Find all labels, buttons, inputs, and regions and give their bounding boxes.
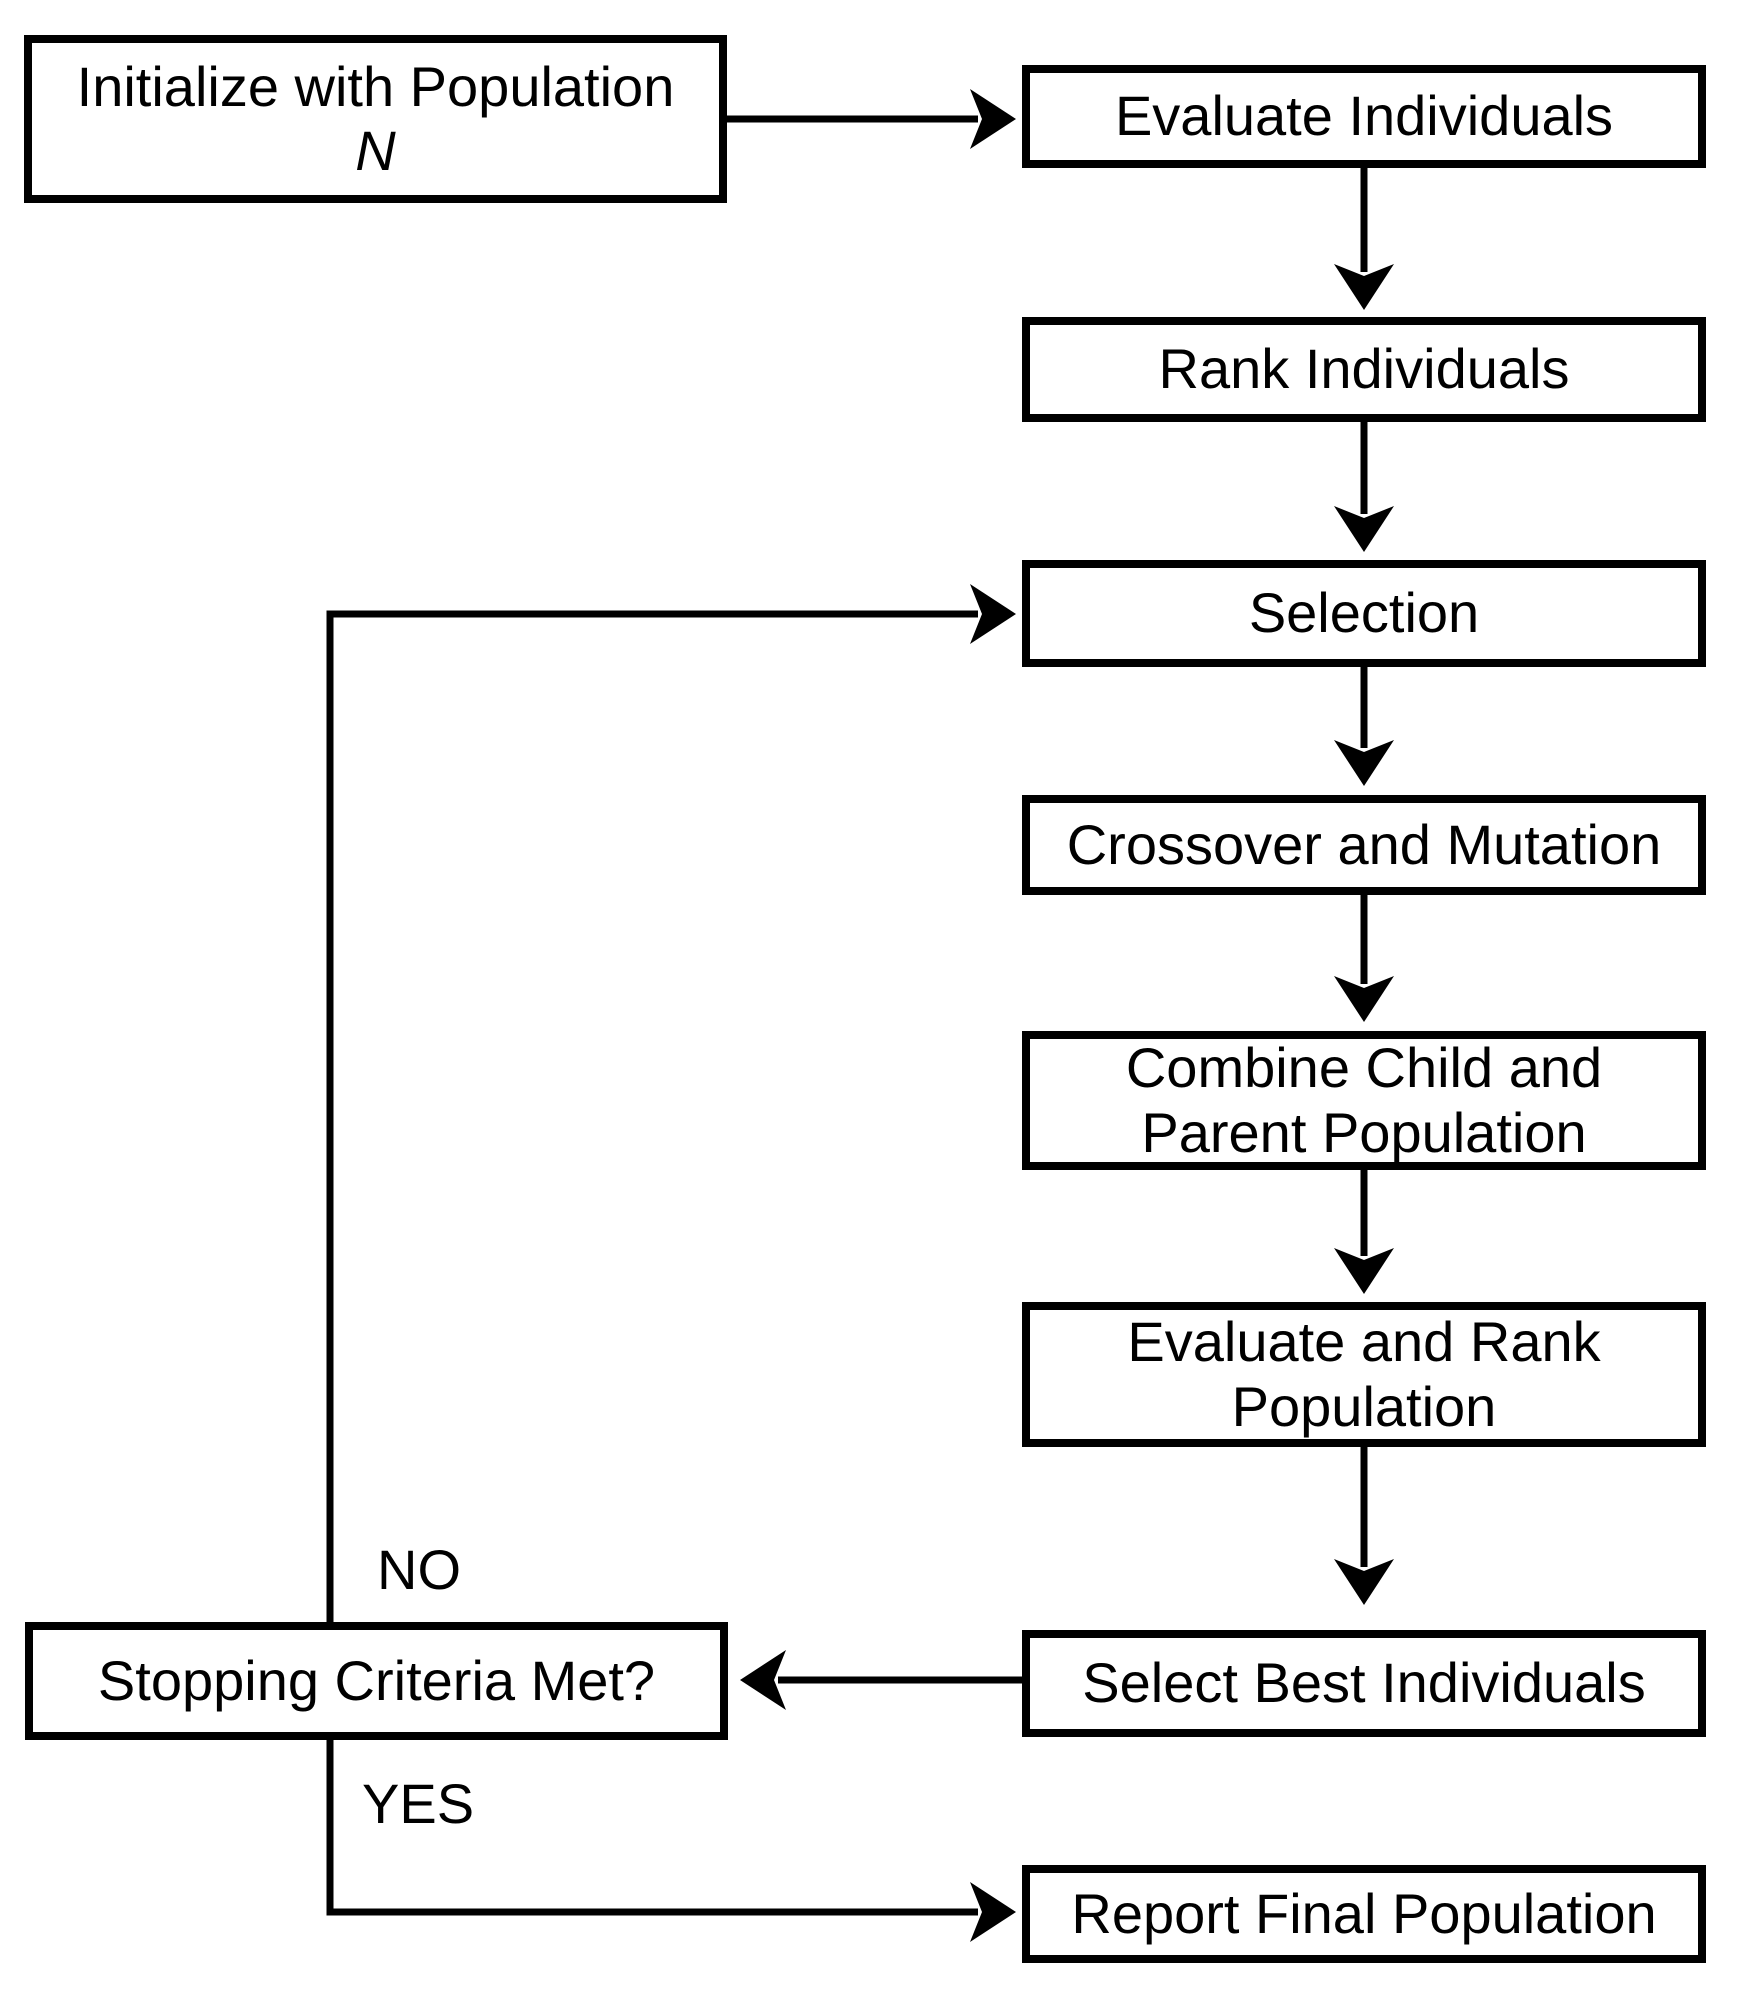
node-label-line: Evaluate and Rank bbox=[1127, 1310, 1601, 1374]
edge-label-no: NO bbox=[377, 1538, 461, 1601]
node-label: Selection bbox=[1248, 581, 1480, 645]
node-label: Stopping Criteria Met? bbox=[97, 1648, 656, 1712]
node-label: Select Best Individuals bbox=[1082, 1651, 1646, 1715]
node-label: Evaluate Individuals bbox=[1114, 84, 1614, 148]
node-select-best-individuals: Select Best Individuals bbox=[1022, 1630, 1706, 1737]
node-report-final-population: Report Final Population bbox=[1022, 1865, 1706, 1963]
node-crossover-mutation: Crossover and Mutation bbox=[1022, 795, 1706, 895]
node-label-line: Parent Population bbox=[1141, 1100, 1587, 1164]
node-evaluate-individuals: Evaluate Individuals bbox=[1022, 65, 1706, 168]
node-evaluate-rank-population: Evaluate and Rank Population bbox=[1022, 1302, 1706, 1447]
node-label-line: Initialize with Population bbox=[76, 54, 675, 118]
edge-label-yes: YES bbox=[362, 1772, 475, 1835]
node-label-line: Population bbox=[1231, 1374, 1497, 1438]
node-initialize-population: Initialize with Population N bbox=[24, 35, 727, 203]
node-rank-individuals: Rank Individuals bbox=[1022, 317, 1706, 422]
node-combine-populations: Combine Child and Parent Population bbox=[1022, 1031, 1706, 1170]
node-label: Crossover and Mutation bbox=[1066, 812, 1662, 876]
node-label-line: Combine Child and bbox=[1125, 1036, 1603, 1100]
population-symbol: N bbox=[355, 119, 396, 182]
node-stopping-criteria: Stopping Criteria Met? bbox=[25, 1622, 728, 1740]
node-selection: Selection bbox=[1022, 560, 1706, 667]
edge-no-loop-to-selection bbox=[326, 584, 1016, 1622]
node-label: Report Final Population bbox=[1071, 1881, 1657, 1945]
edge-yes-to-report bbox=[326, 1740, 1016, 1942]
node-label: Rank Individuals bbox=[1158, 337, 1570, 401]
